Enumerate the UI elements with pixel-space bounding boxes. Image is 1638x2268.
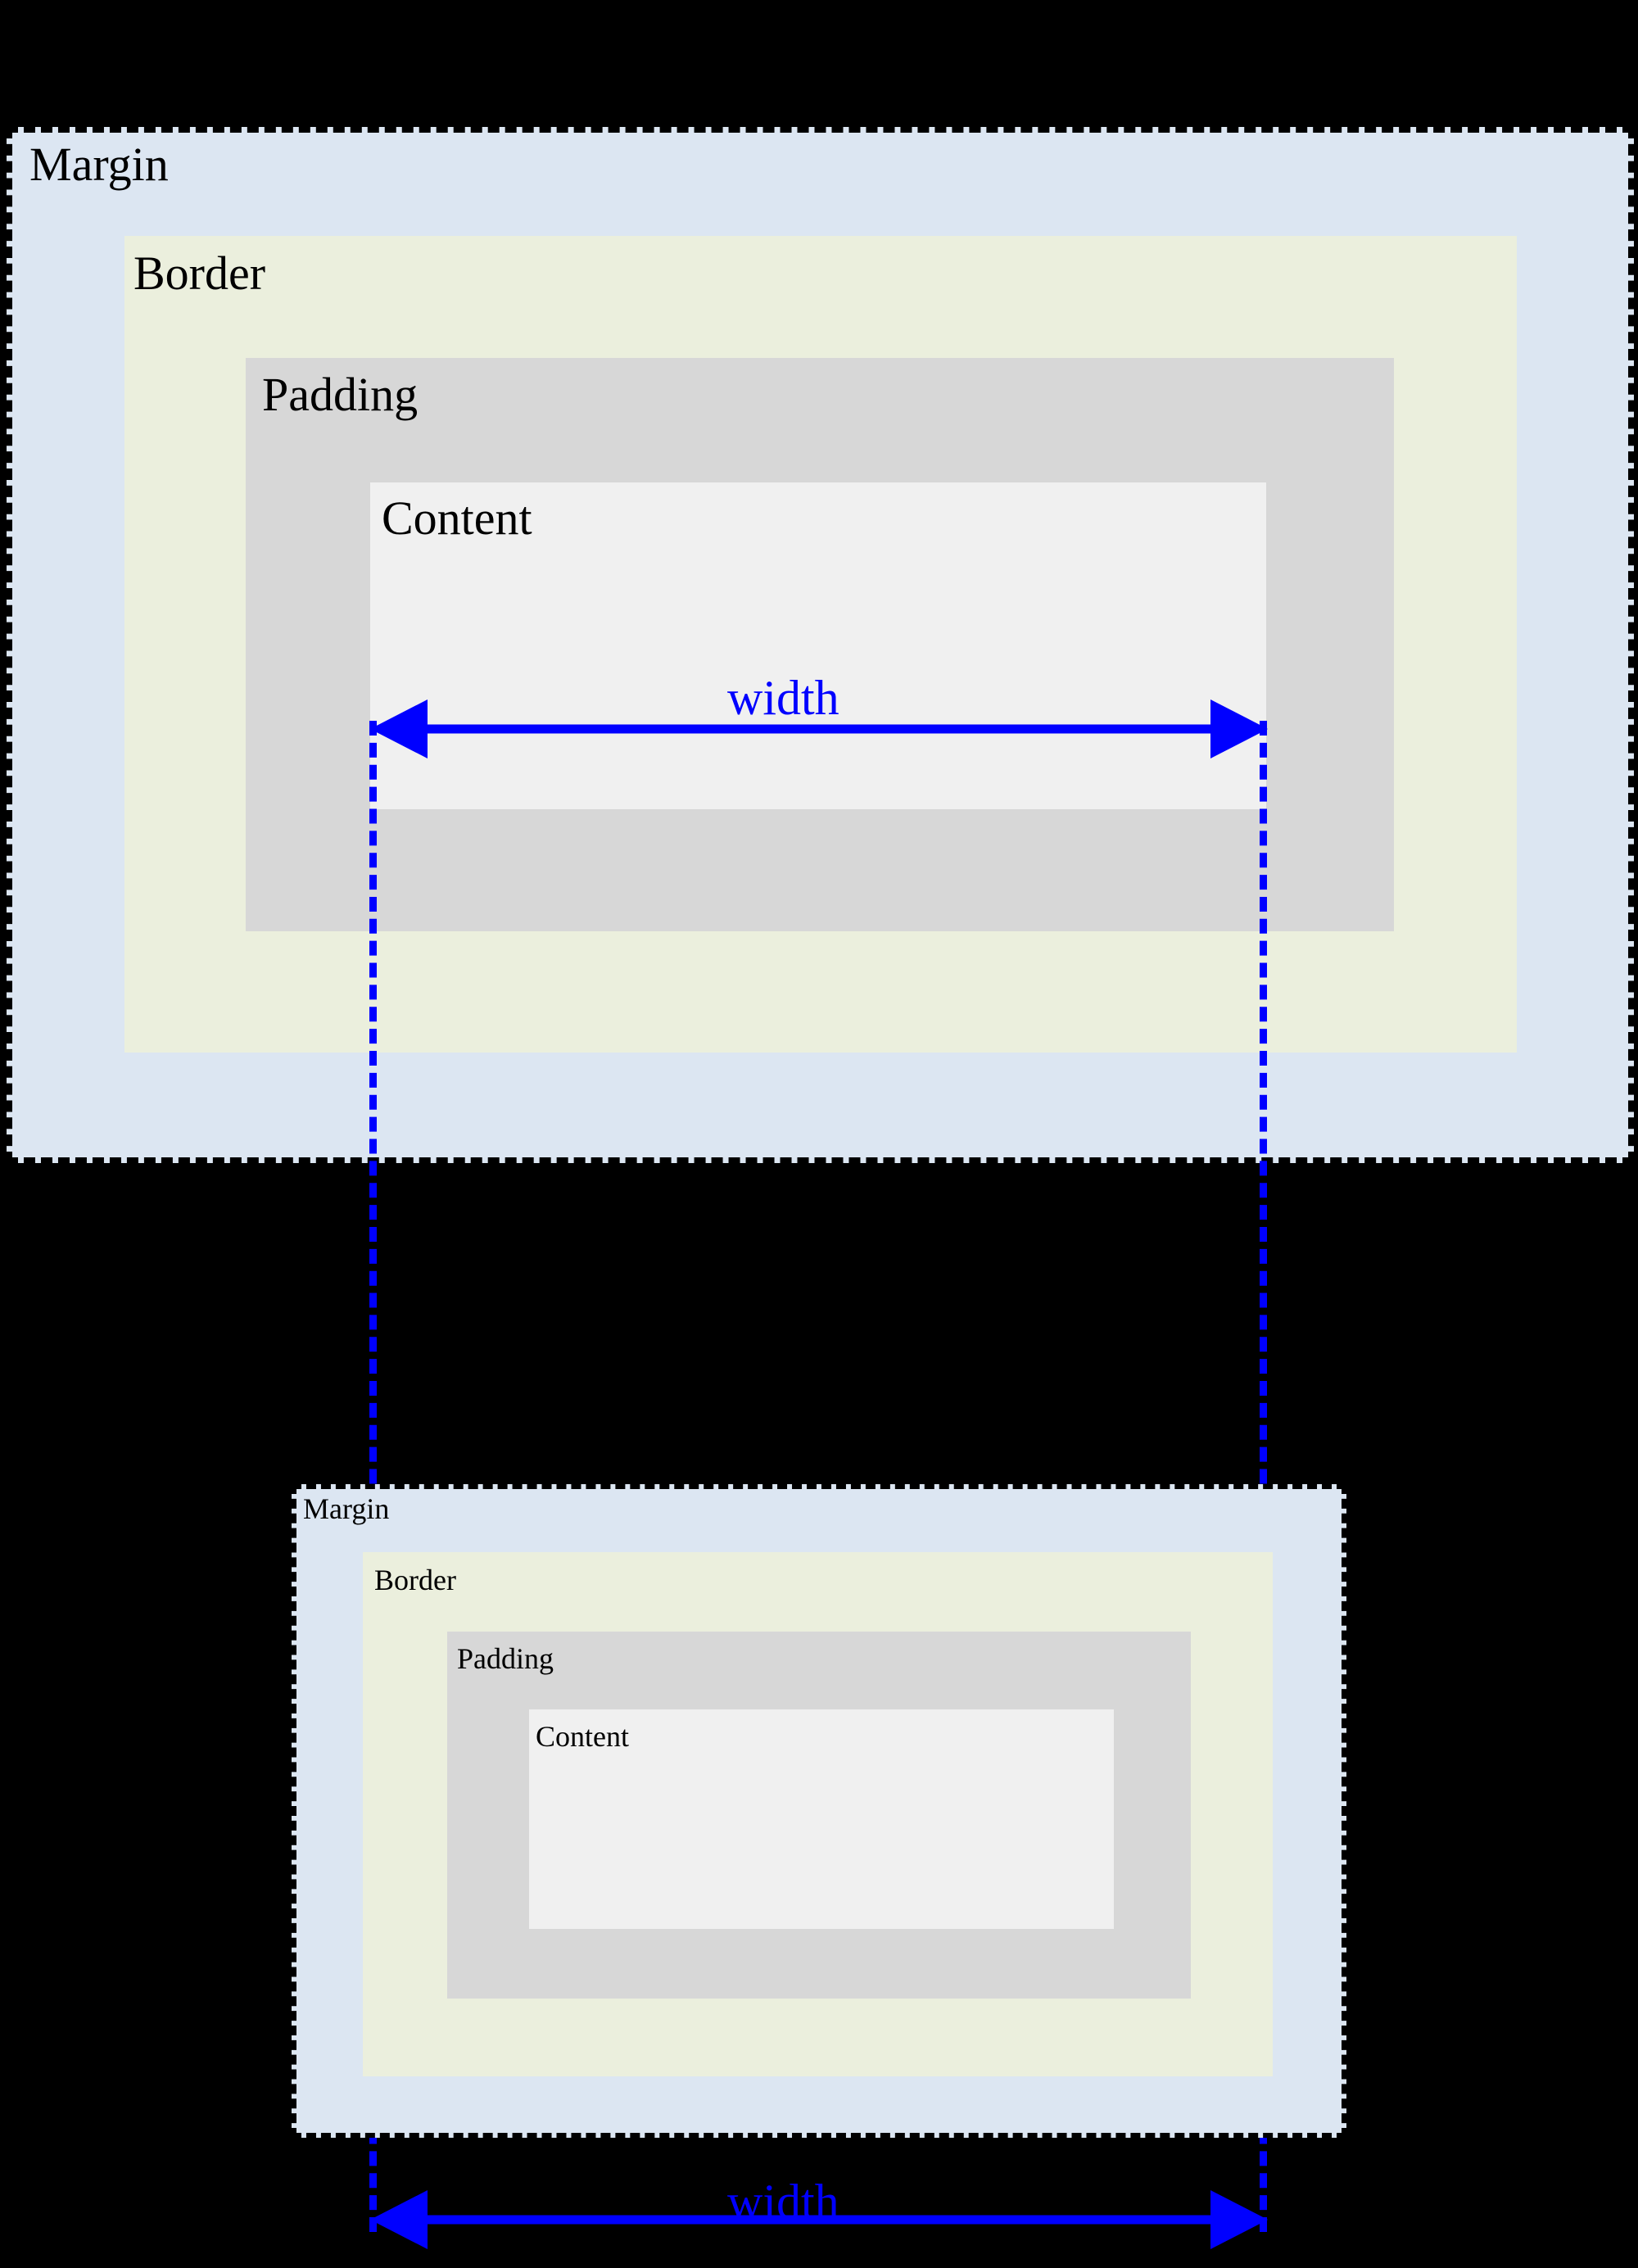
large-content-layer [370, 482, 1266, 809]
vertical-dashed-guide-right-icon [1260, 721, 1267, 2232]
large-padding-label: Padding [262, 368, 419, 421]
arrow-left-triangle-icon [370, 699, 428, 758]
small-margin-label: Margin [303, 1492, 390, 1525]
small-padding-label: Padding [457, 1642, 554, 1675]
width-arrow-bottom [370, 2190, 1268, 2249]
small-content-label: Content [536, 1720, 629, 1753]
large-content-label: Content [382, 491, 532, 545]
arrow-right-triangle-icon [1210, 2190, 1268, 2249]
small-border-label: Border [374, 1564, 456, 1596]
large-margin-label: Margin [29, 138, 169, 191]
width-label-top: width [727, 671, 839, 725]
large-border-label: Border [133, 247, 266, 300]
width-label-bottom: width [727, 2175, 839, 2229]
width-arrow-top [370, 699, 1268, 758]
arrow-right-triangle-icon [1210, 699, 1268, 758]
arrow-left-triangle-icon [370, 2190, 428, 2249]
small-content-layer [529, 1709, 1114, 1929]
vertical-dashed-guide-left-icon [369, 721, 377, 2232]
